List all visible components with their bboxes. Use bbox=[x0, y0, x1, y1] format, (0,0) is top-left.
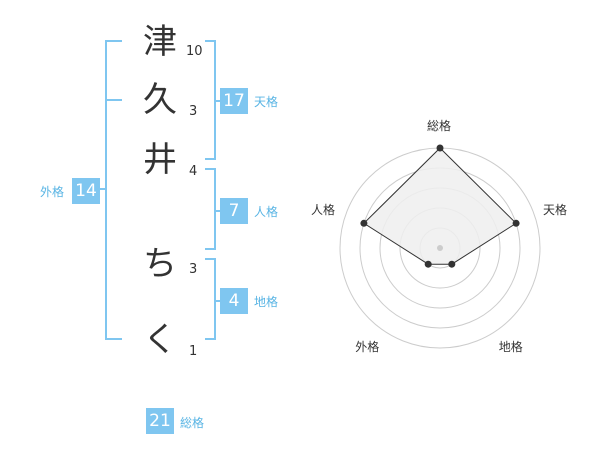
radar-axis-label-tenkaku: 天格 bbox=[543, 203, 568, 218]
radar-point-2 bbox=[512, 219, 520, 227]
stroke-count-2: 3 bbox=[189, 104, 198, 119]
stroke-count-1: 10 bbox=[186, 44, 203, 59]
radar-axis-label-jinkaku: 人格 bbox=[310, 203, 335, 218]
radar-area bbox=[363, 147, 517, 265]
name-char-4: ち bbox=[143, 244, 177, 284]
radar-axis-label-chikaku: 地格 bbox=[498, 339, 523, 354]
radar-points bbox=[360, 144, 520, 268]
tenkaku-badge: 17 bbox=[220, 88, 248, 114]
soukaku-label: 総格 bbox=[180, 416, 205, 430]
radar-axis-label-gaikaku: 外格 bbox=[355, 339, 380, 354]
soukaku-badge: 21 bbox=[146, 408, 174, 434]
name-char-1: 津 bbox=[143, 22, 177, 62]
stroke-count-3: 4 bbox=[189, 164, 198, 179]
gaikaku-badge: 14 bbox=[72, 178, 100, 204]
radar-point-1 bbox=[436, 144, 444, 152]
name-char-3: 井 bbox=[143, 140, 177, 180]
tenkaku-label: 天格 bbox=[254, 95, 279, 109]
name-char-5: く bbox=[143, 320, 177, 360]
radar-axis-label-soukaku: 総格 bbox=[427, 119, 452, 133]
gaikaku-label: 外格 bbox=[40, 185, 65, 199]
radar-point-4 bbox=[424, 260, 432, 268]
jinkaku-badge: 7 bbox=[220, 198, 248, 224]
chikaku-bracket bbox=[205, 258, 216, 340]
radar-point-5 bbox=[360, 219, 368, 227]
jinkaku-label: 人格 bbox=[254, 205, 279, 219]
radar-point-3 bbox=[448, 260, 456, 268]
jinkaku-bracket bbox=[205, 168, 216, 250]
chikaku-badge: 4 bbox=[220, 288, 248, 314]
stroke-count-4: 3 bbox=[189, 262, 198, 277]
stroke-count-5: 1 bbox=[189, 344, 198, 359]
radar-center-dot bbox=[437, 245, 443, 251]
name-char-2: 久 bbox=[143, 80, 177, 120]
chikaku-label: 地格 bbox=[254, 295, 279, 309]
